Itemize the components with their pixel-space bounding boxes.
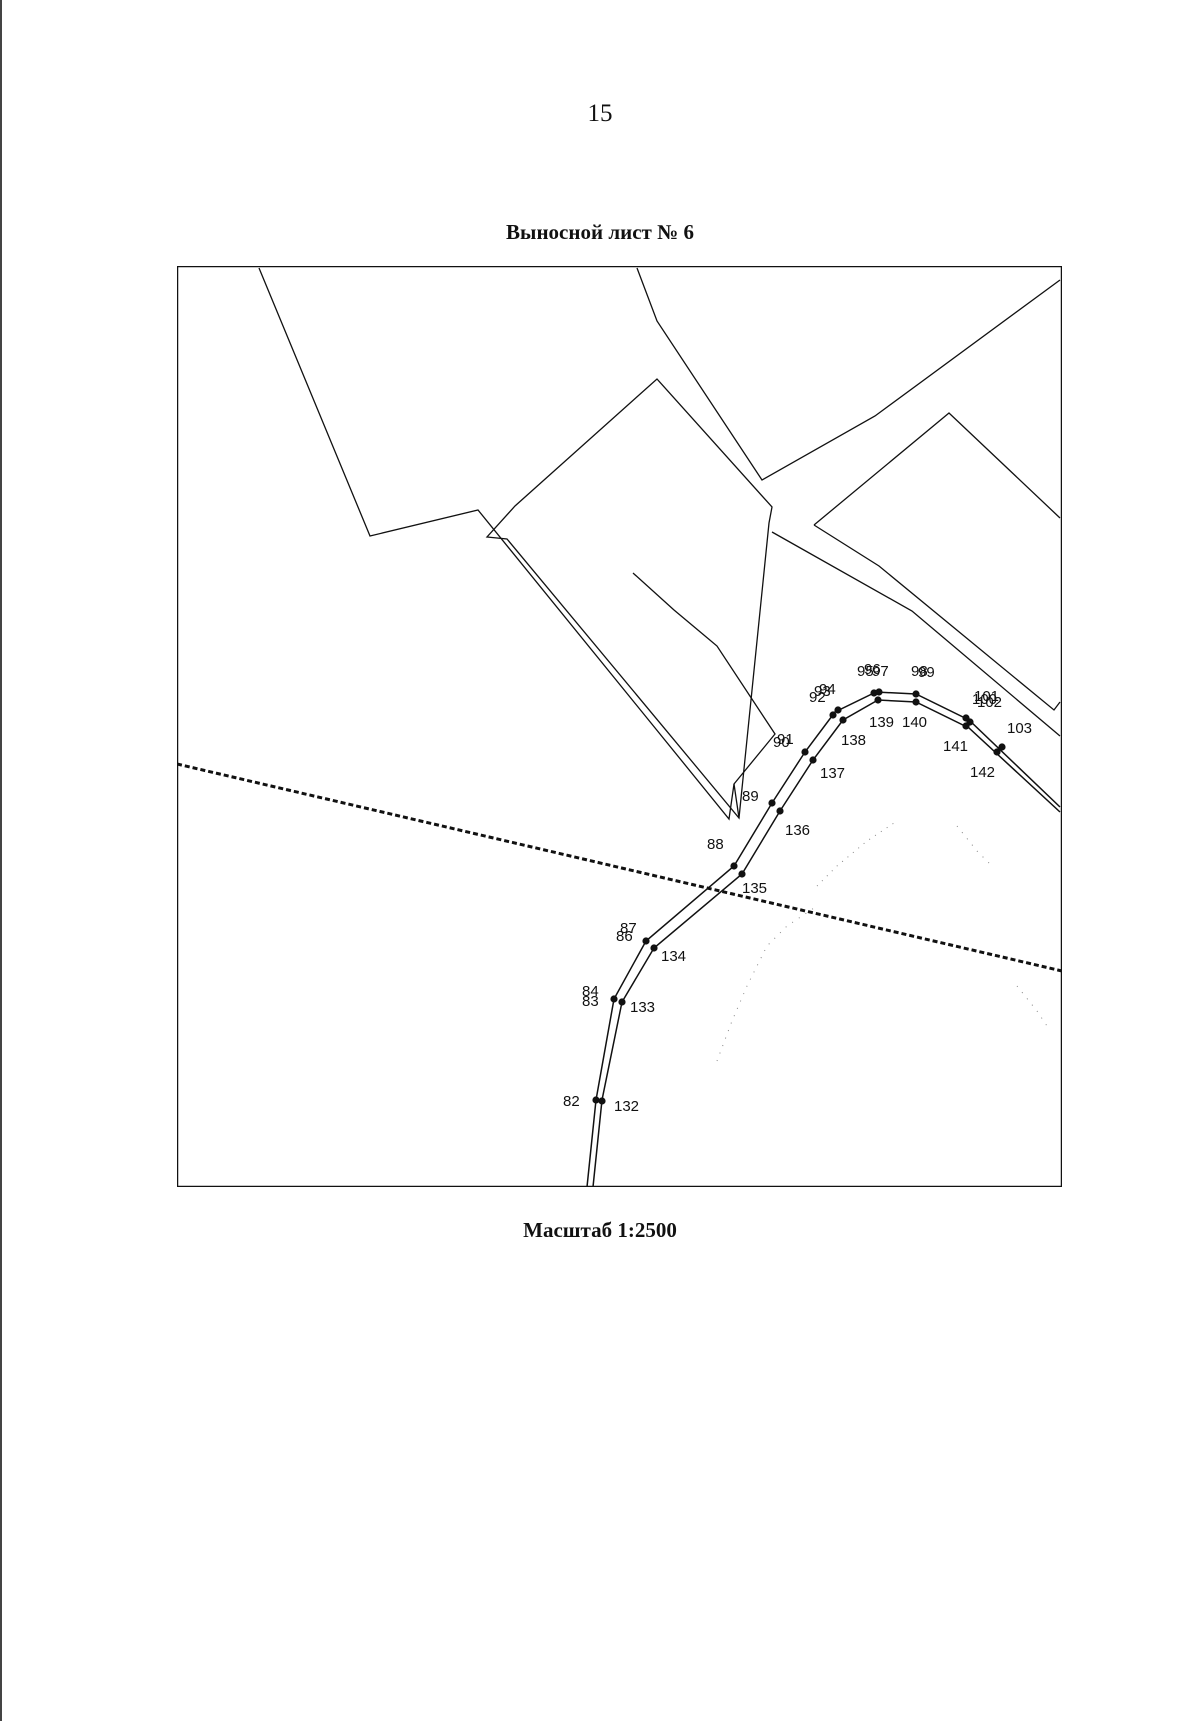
parcel-boundary [733, 783, 740, 819]
cadastral-map: 82 132 84 83 133 87 86 134 88 135 89 136… [177, 266, 1062, 1187]
parcel-boundary [636, 267, 1061, 481]
faint-dotted-line [816, 820, 898, 887]
point-label-82: 82 [563, 1093, 580, 1110]
point-132 [598, 1097, 606, 1105]
faint-dotted-line [1016, 985, 1048, 1027]
point-label-136: 136 [785, 822, 810, 839]
point-135 [738, 870, 746, 878]
page-edge [0, 0, 2, 1721]
point-label-142: 142 [970, 764, 995, 781]
sheet-title: Выносной лист № 6 [506, 220, 694, 244]
point-label-99: 99 [918, 664, 935, 681]
road-edge-outer [586, 691, 1061, 1187]
point-142 [993, 748, 1001, 756]
parcel-boundary [813, 524, 1061, 711]
point-label-93: 93 [814, 683, 831, 700]
point-label-102: 102 [977, 694, 1002, 711]
map-frame: 82 132 84 83 133 87 86 134 88 135 89 136… [177, 266, 1062, 1187]
point-label-98: 98 [911, 663, 928, 680]
point-markers [592, 688, 1006, 1105]
point-label-137: 137 [820, 765, 845, 782]
faint-dotted-line [956, 825, 993, 867]
point-label-101: 101 [974, 688, 999, 705]
point-label-139: 139 [869, 714, 894, 731]
point-label-87: 87 [620, 920, 637, 937]
point-label-83: 83 [582, 993, 599, 1010]
point-137 [809, 756, 817, 764]
point-97 [875, 688, 883, 696]
point-99 [912, 690, 920, 698]
parcel-boundary [813, 412, 1061, 526]
point-label-132: 132 [614, 1098, 639, 1115]
scale-caption: Масштаб 1:2500 [523, 1218, 677, 1242]
point-91 [801, 748, 809, 756]
point-89 [768, 799, 776, 807]
point-136 [776, 807, 784, 815]
point-140 [912, 698, 920, 706]
point-82 [592, 1096, 600, 1104]
point-label-95: 95 [857, 663, 874, 680]
point-label-92: 92 [809, 689, 826, 706]
point-label-141: 141 [943, 738, 968, 755]
map-border [177, 266, 1062, 1187]
point-label-90: 90 [773, 734, 790, 751]
point-87 [642, 937, 650, 945]
point-103 [998, 743, 1006, 751]
point-84 [610, 995, 618, 1003]
point-label-91: 91 [777, 731, 794, 748]
point-label-97: 97 [872, 663, 889, 680]
road-edge-inner [592, 699, 1061, 1187]
point-label-140: 140 [902, 714, 927, 731]
point-label-100: 100 [972, 691, 997, 708]
point-label-86: 86 [616, 928, 633, 945]
point-94 [834, 706, 842, 714]
point-label-94: 94 [819, 681, 836, 698]
point-label-133: 133 [630, 999, 655, 1016]
point-label-96: 96 [864, 661, 881, 678]
point-141 [962, 722, 970, 730]
point-139 [874, 696, 882, 704]
page-number: 15 [587, 100, 613, 127]
point-133 [618, 998, 626, 1006]
point-label-138: 138 [841, 732, 866, 749]
point-label-88: 88 [707, 836, 724, 853]
point-88 [730, 862, 738, 870]
parcel-boundary [485, 378, 773, 820]
point-label-89: 89 [742, 788, 759, 805]
point-label-134: 134 [661, 948, 686, 965]
point-138 [839, 716, 847, 724]
point-134 [650, 944, 658, 952]
point-label-84: 84 [582, 983, 599, 1000]
parcel-boundary [771, 531, 1061, 737]
point-label-103: 103 [1007, 720, 1032, 737]
point-label-135: 135 [742, 880, 767, 897]
point-92 [829, 711, 837, 719]
